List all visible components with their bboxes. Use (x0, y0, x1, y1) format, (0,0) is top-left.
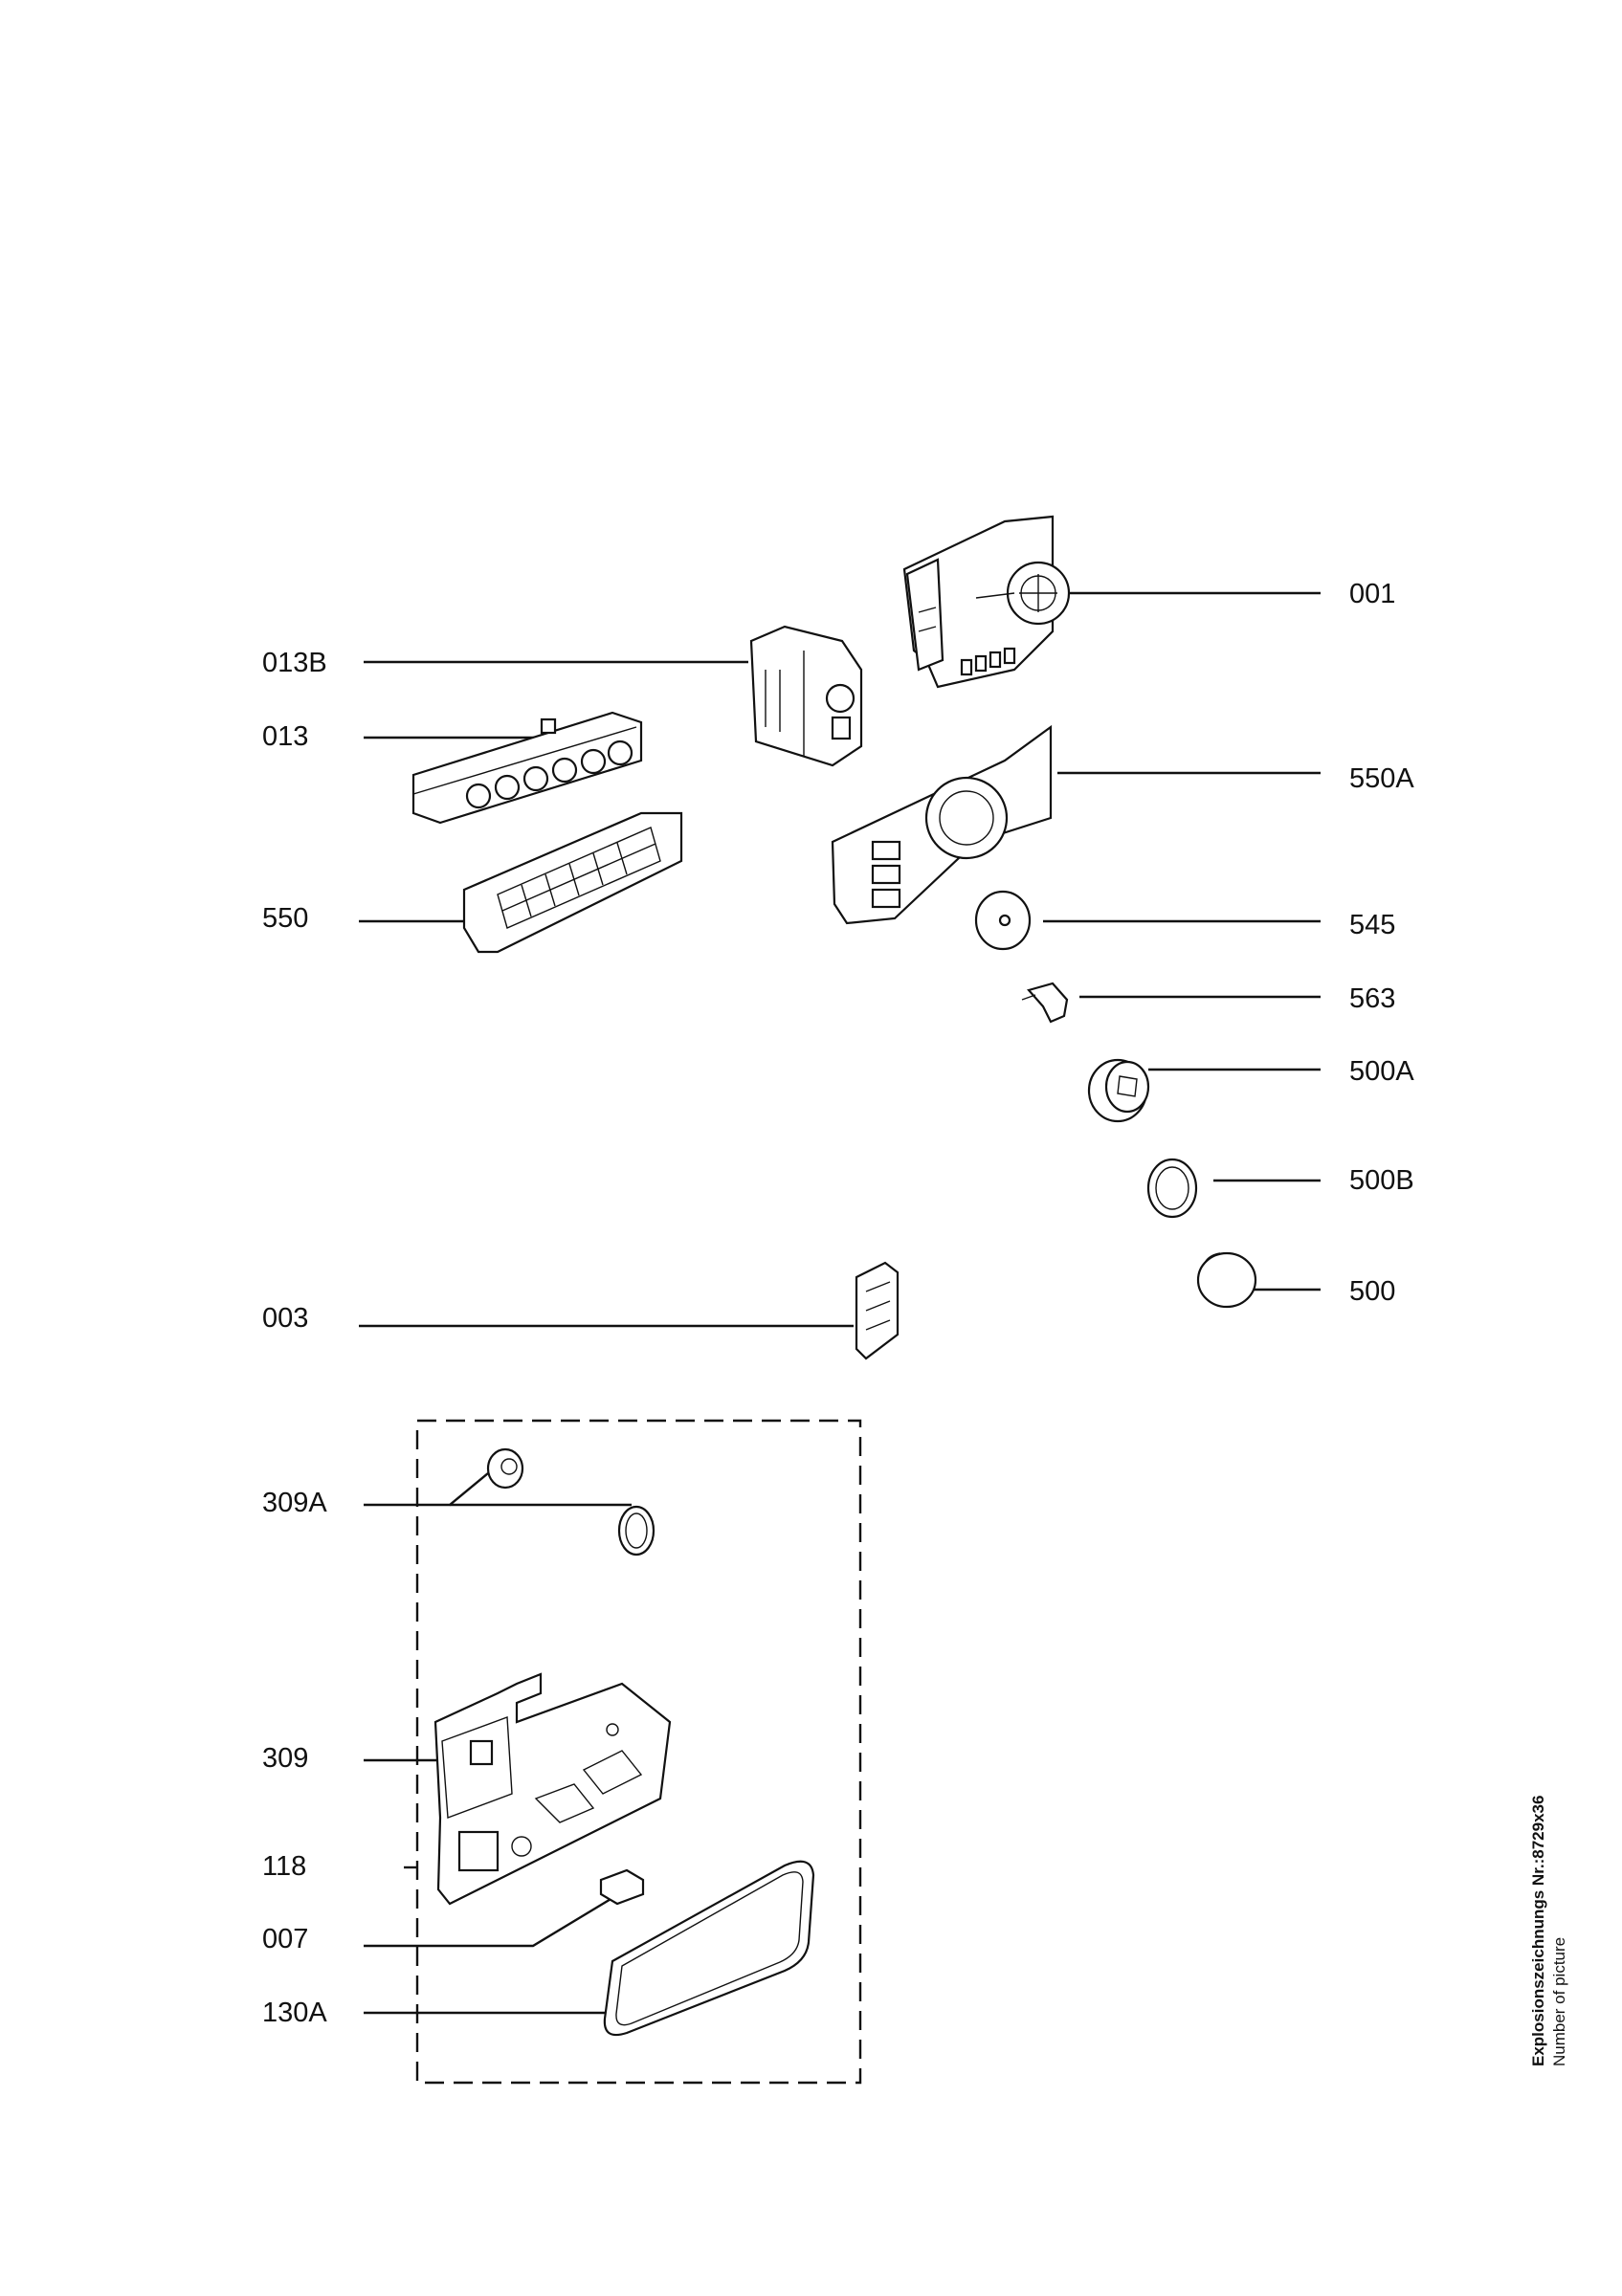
label-545: 545 (1349, 910, 1396, 940)
part-563-clip (1021, 982, 1069, 1024)
leader-007 (364, 1896, 613, 1948)
picture-number-caption: Explosionszeichnungs Nr.:8729x36 Number … (1529, 1796, 1568, 2067)
part-500a-knob-insert (1087, 1058, 1150, 1123)
part-007-latch (599, 1868, 645, 1906)
part-003-small-switch (855, 1261, 900, 1360)
caption-title: Explosionszeichnungs Nr.:8729x36 (1529, 1795, 1547, 2066)
label-309: 309 (262, 1743, 309, 1774)
label-550: 550 (262, 903, 309, 934)
part-500b-ring (1146, 1158, 1198, 1219)
part-013b-switch-block (749, 625, 863, 767)
part-309-door-lock (433, 1672, 672, 1906)
caption-subtitle: Number of picture (1550, 1936, 1568, 2066)
label-007: 007 (262, 1924, 309, 1954)
part-309a-valve (486, 1447, 655, 1556)
label-001: 001 (1349, 579, 1396, 609)
part-550-button-panel (462, 811, 683, 954)
label-130a: 130A (262, 1998, 327, 2028)
part-545-disc (974, 890, 1032, 951)
label-003: 003 (262, 1303, 309, 1334)
label-500b: 500B (1349, 1165, 1414, 1196)
part-550a-dial-panel (831, 724, 1053, 925)
part-001-timer-module (902, 515, 1071, 689)
label-550a: 550A (1349, 763, 1414, 794)
label-500: 500 (1349, 1276, 1396, 1307)
assembly-group-box (415, 1419, 862, 2085)
label-309a: 309A (262, 1488, 327, 1518)
part-130a-gasket (603, 1860, 815, 2037)
leader-309a (364, 1472, 489, 1507)
label-500a: 500A (1349, 1056, 1414, 1087)
part-500-knob-cap (1196, 1251, 1257, 1309)
label-013b: 013B (262, 648, 327, 678)
part-013-button-strip (411, 711, 643, 825)
label-118: 118 (262, 1851, 307, 1882)
label-563: 563 (1349, 983, 1396, 1014)
label-013: 013 (262, 721, 309, 752)
